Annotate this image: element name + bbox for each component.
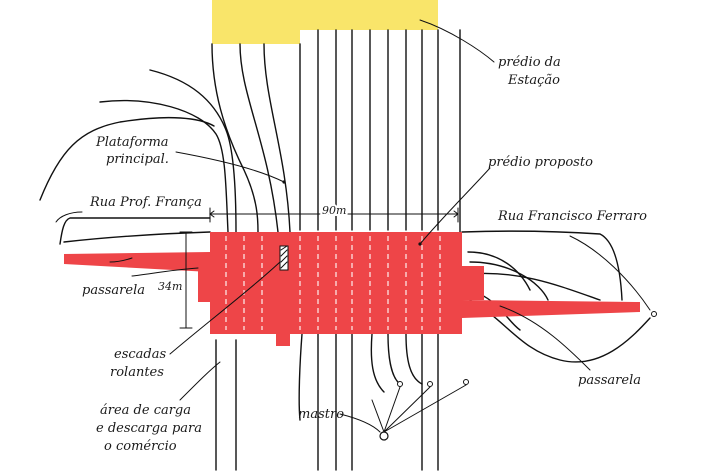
right-passarela [462, 300, 640, 318]
label-predio-estacao-1: prédio da [498, 55, 561, 70]
label-predio-estacao-2: Estação [507, 73, 560, 88]
dimension-34m [179, 231, 193, 329]
left-passarela [64, 252, 210, 272]
label-plataforma-2: principal. [106, 152, 169, 167]
label-dim-34m: 34m [158, 280, 182, 293]
railway-tracks [298, 29, 461, 471]
proposed-building [198, 232, 484, 346]
escalator-symbol [279, 245, 289, 271]
label-rua-francisco-ferraro: Rua Francisco Ferraro [497, 209, 647, 224]
label-area-1: área de carga [100, 403, 191, 418]
label-area-2: e descarga para [96, 421, 202, 436]
label-predio-proposto: prédio proposto [488, 155, 593, 170]
leader-lines [55, 19, 651, 401]
label-dim-90m: 90m [322, 204, 346, 217]
label-passarela-right: passarela [578, 373, 641, 388]
label-escadas-2: rolantes [110, 365, 164, 380]
platform-lines [99, 43, 291, 471]
label-area-3: o comércio [104, 439, 177, 454]
label-passarela-left: passarela [82, 283, 145, 298]
label-mastro: mastro [298, 407, 344, 422]
label-plataforma-1: Plataforma [95, 135, 169, 150]
dimension-90m [209, 207, 459, 223]
label-escadas-1: escadas [114, 347, 166, 362]
station-building [212, 0, 438, 44]
label-rua-prof-franca: Rua Prof. França [89, 195, 202, 210]
roads [39, 116, 651, 363]
mastro-points [339, 311, 657, 441]
